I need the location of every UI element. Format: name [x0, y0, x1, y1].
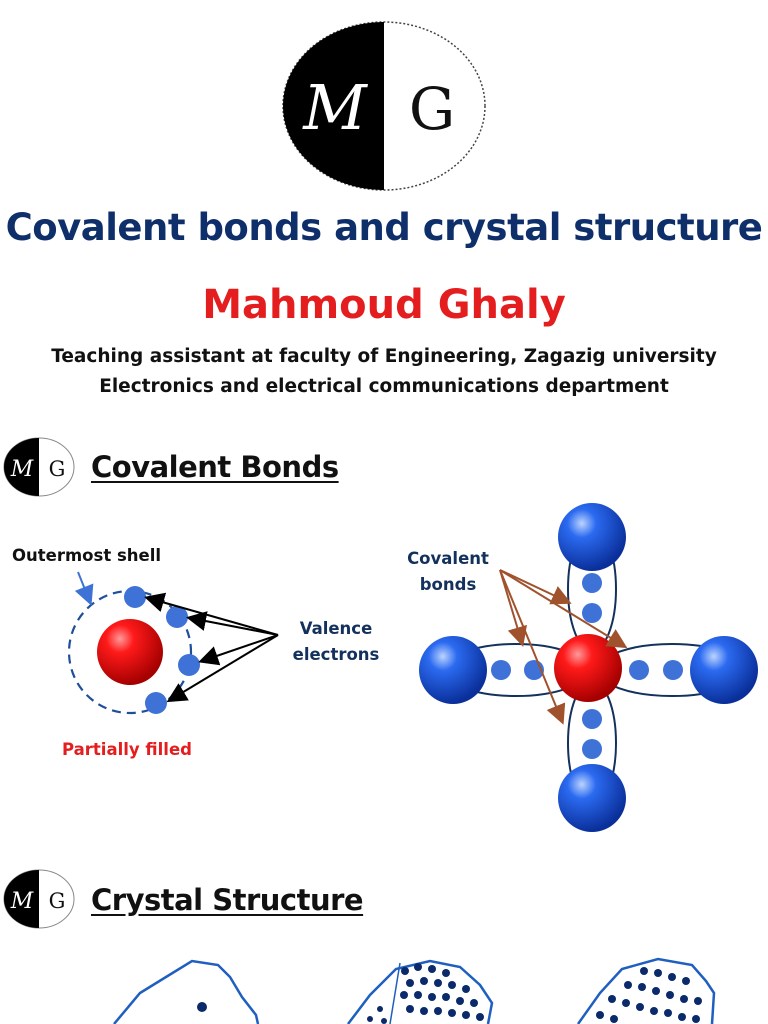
- crystal-structure-diagrams: [113, 957, 716, 1024]
- outermost-shell-label: Outermost shell: [12, 546, 162, 565]
- valence-electron: [178, 654, 200, 676]
- valence-electron: [145, 692, 167, 714]
- section-logo-icon: M G: [3, 869, 75, 929]
- single-atom-diagram: [67, 571, 279, 715]
- svg-text:G: G: [49, 889, 66, 913]
- central-atom: [554, 634, 622, 702]
- covalent-bonds-label: Covalent bonds: [407, 549, 489, 594]
- section-heading-covalent: Covalent Bonds: [91, 450, 339, 484]
- valence-electron: [166, 606, 188, 628]
- nucleus-atom: [97, 619, 163, 685]
- shared-electron: [491, 660, 511, 680]
- svg-text:G: G: [49, 457, 66, 481]
- shared-electron: [582, 709, 602, 729]
- page-title: Covalent bonds and crystal structure: [5, 206, 763, 249]
- shared-electron: [629, 660, 649, 680]
- shared-electron: [582, 603, 602, 623]
- valence-electron: [124, 586, 146, 608]
- neighbor-atom-right: [690, 636, 758, 704]
- polycrystal-atoms: [367, 963, 484, 1024]
- single-crystal-outline: [576, 957, 716, 1024]
- neighbor-atom-bottom: [558, 764, 626, 832]
- shared-electron: [582, 739, 602, 759]
- covalent-molecule-diagram: [419, 503, 758, 832]
- affiliation-line-2: Electronics and electrical communication…: [99, 376, 669, 397]
- valence-electrons-label: Valence electrons: [292, 619, 380, 664]
- logo-letter-left: M: [302, 71, 368, 144]
- author-logo: M G: [282, 21, 486, 191]
- logo-letter-right: G: [409, 75, 455, 143]
- affiliation-line-1: Teaching assistant at faculty of Enginee…: [51, 346, 717, 367]
- shared-electron: [663, 660, 683, 680]
- svg-text:M: M: [10, 889, 34, 914]
- neighbor-atom-left: [419, 636, 487, 704]
- amorphous-outline: [113, 959, 260, 1024]
- section-heading-crystal: Crystal Structure: [91, 883, 364, 917]
- section-logo-icon: M G: [3, 437, 75, 497]
- partially-filled-label: Partially filled: [62, 740, 192, 759]
- single-crystal-atoms: [596, 967, 702, 1023]
- author-name: Mahmoud Ghaly: [202, 282, 566, 328]
- svg-text:M: M: [10, 457, 34, 482]
- neighbor-atom-top: [558, 503, 626, 571]
- shared-electron: [582, 573, 602, 593]
